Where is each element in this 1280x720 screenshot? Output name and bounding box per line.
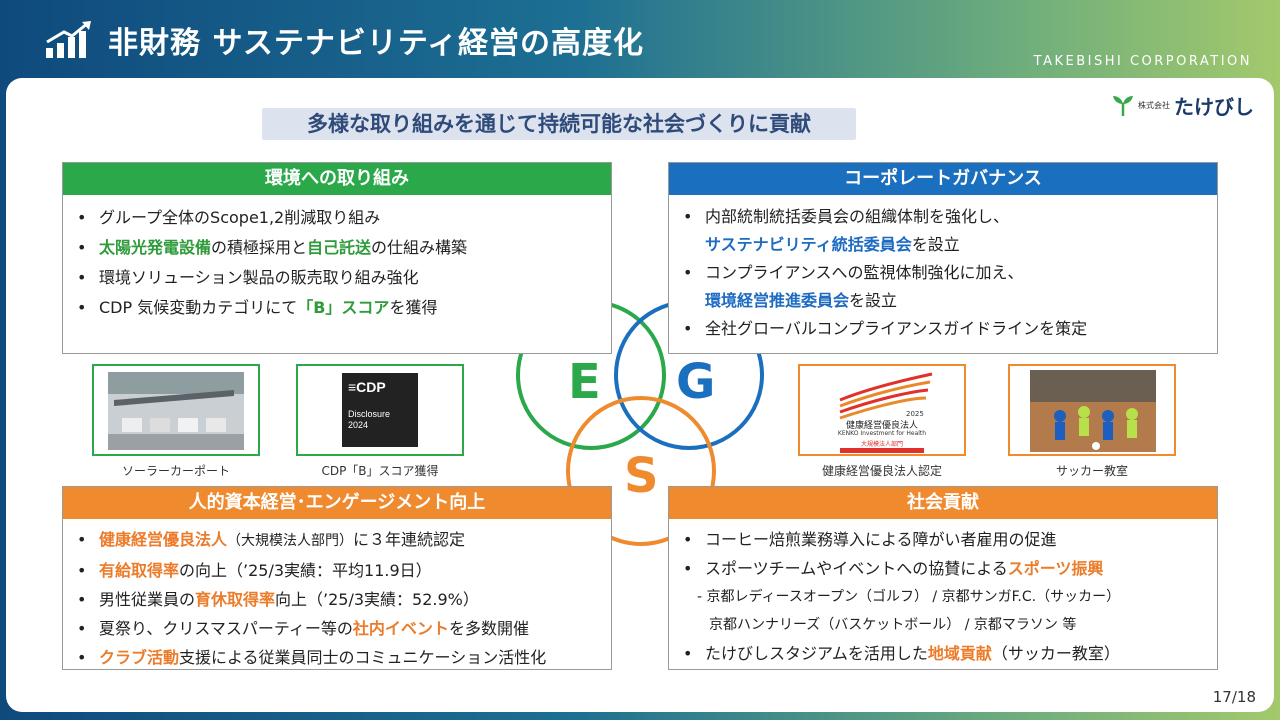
env-highlight-solar: 太陽光発電設備	[99, 238, 212, 257]
sub-list-item: - 京都レディースオープン（ゴルフ） / 京都サンガF.C.（サッカー）	[683, 583, 1203, 611]
env-text-3: 環境ソリューション製品の販売取り組み強化	[99, 268, 419, 287]
social-contribution-title: 社会貢献	[669, 487, 1217, 519]
brand-name: たけびし	[1174, 94, 1254, 119]
gov-highlight-environment: 環境経営推進委員会	[705, 291, 850, 310]
env-text-1: グループ全体のScope1,2削減取り組み	[99, 208, 381, 227]
gov-text-1b: を設立	[911, 235, 960, 254]
list-item: 環境ソリューション製品の販売取り組み強化	[77, 263, 597, 293]
health-dept: 大規模法人部門	[860, 441, 903, 448]
gov-text-2b: を設立	[849, 291, 898, 310]
env-text-2b: の仕組み構築	[371, 238, 468, 257]
cdp-photo: ≡CDP Disclosure 2024	[296, 364, 464, 456]
hr-text-4b: を多数開催	[448, 619, 529, 638]
list-item: 全社グローバルコンプライアンスガイドラインを策定	[683, 315, 1203, 343]
corporation-name: TAKEBISHI CORPORATION	[1033, 54, 1252, 69]
social-highlight-community: 地域貢献	[927, 644, 992, 663]
list-item-continued: 環境経営推進委員会を設立	[683, 287, 1203, 315]
list-item: コンプライアンスへの監視体制強化に加え、	[683, 259, 1203, 287]
carport-caption: ソーラーカーポート	[121, 464, 230, 478]
health-caption: 健康経営優良法人認定	[821, 464, 942, 478]
list-item: クラブ活動支援による従業員同士のコミュニケーション活性化	[77, 643, 597, 672]
env-text-4b: を獲得	[389, 298, 438, 317]
tagline: 多様な取り組みを通じて持続可能な社会づくりに貢献	[262, 108, 856, 140]
human-capital-title: 人的資本経営･エンゲージメント向上	[63, 487, 611, 519]
cdp-logo: CDP	[356, 379, 386, 395]
list-item: 有給取得率の向上（’25/3実績：平均11.9日）	[77, 556, 597, 585]
list-item: たけびしスタジアムを活用した地域貢献（サッカー教室）	[683, 639, 1203, 668]
page-number: 17/18	[1212, 688, 1256, 706]
cdp-badge-line-1: Disclosure	[348, 409, 391, 419]
list-item: スポーツチームやイベントへの協賛によるスポーツ振興	[683, 554, 1203, 583]
env-text-4a: CDP 気候変動カテゴリにて	[99, 298, 298, 317]
hr-highlight-childcare: 育休取得率	[195, 590, 276, 609]
s-circle	[566, 396, 716, 546]
hr-text-3a: 男性従業員の	[99, 590, 196, 609]
list-item-continued: サステナビリティ統括委員会を設立	[683, 231, 1203, 259]
health-name: 健康経営優良法人	[845, 421, 918, 431]
hr-text-1a: （大規模法人部門）	[227, 533, 354, 549]
hr-text-2: の向上（’25/3実績：平均11.9日）	[179, 561, 432, 580]
s-letter: S	[624, 448, 659, 504]
hr-highlight-paid-leave: 有給取得率	[99, 561, 180, 580]
health-year: 2025	[906, 410, 924, 418]
social-sub-2: 京都ハンナリーズ（バスケットボール） / 京都マラソン 等	[709, 617, 1077, 633]
list-item: 男性従業員の育休取得率向上（’25/3実績：52.9%）	[77, 585, 597, 614]
carport-image	[108, 372, 244, 450]
growth-chart-icon	[46, 21, 91, 58]
list-item: コーヒー焙煎業務導入による障がい者雇用の促進	[683, 525, 1203, 554]
gov-text-2: コンプライアンスへの監視体制強化に加え、	[705, 263, 1024, 282]
brand-prefix: 株式会社	[1138, 100, 1170, 110]
hr-text-5: 支援による従業員同士のコミュニケーション活性化	[179, 648, 547, 667]
social-text-3b: （サッカー教室）	[991, 644, 1120, 663]
social-text-1: コーヒー焙煎業務導入による障がい者雇用の促進	[705, 530, 1057, 549]
env-highlight-cdp: 「B」スコア	[297, 298, 390, 317]
cdp-badge: ≡CDP Disclosure 2024	[342, 373, 418, 447]
human-capital-panel: 人的資本経営･エンゲージメント向上 健康経営優良法人（大規模法人部門）に３年連続…	[62, 486, 612, 672]
environment-title: 環境への取り組み	[63, 163, 611, 195]
cdp-badge-line-2: 2024	[348, 420, 369, 430]
carport-photo	[92, 364, 260, 456]
page-title: 非財務 サステナビリティ経営の高度化	[108, 26, 645, 61]
sprout-icon	[1113, 96, 1133, 116]
social-contribution-panel: 社会貢献 コーヒー焙煎業務導入による障がい者雇用の促進 スポーツチームやイベント…	[668, 486, 1218, 670]
list-item: 健康経営優良法人（大規模法人部門）に３年連続認定	[77, 525, 597, 556]
env-text-2a: の積極採用と	[211, 238, 308, 257]
health-en: KENKO Investment for Health	[837, 430, 927, 437]
governance-title: コーポレートガバナンス	[669, 163, 1217, 195]
cdp-caption: CDP「B」スコア獲得	[321, 464, 439, 478]
list-item: 太陽光発電設備の積極採用と自己託送の仕組み構築	[77, 233, 597, 263]
environment-panel: 環境への取り組み グループ全体のScope1,2削減取り組み 太陽光発電設備の積…	[62, 162, 612, 354]
list-item: 夏祭り、クリスマスパーティー等の社内イベントを多数開催	[77, 614, 597, 643]
health-logo-image	[839, 372, 933, 453]
gov-text-1: 内部統制統括委員会の組織体制を強化し、	[705, 207, 1010, 226]
list-item: グループ全体のScope1,2削減取り組み	[77, 203, 597, 233]
company-logo: 株式会社 たけびし	[1112, 90, 1254, 120]
social-highlight-sports: スポーツ振興	[1007, 559, 1104, 578]
hr-text-1b: に３年連続認定	[353, 530, 466, 549]
health-certification-photo: 2025 健康経営優良法人 KENKO Investment for Healt…	[798, 364, 966, 456]
env-highlight-wheeling: 自己託送	[307, 238, 372, 257]
soccer-caption: サッカー教室	[1055, 464, 1128, 478]
gov-highlight-sustainability: サステナビリティ統括委員会	[705, 235, 912, 254]
list-item: CDP 気候変動カテゴリにて「B」スコアを獲得	[77, 293, 597, 323]
soccer-photo	[1008, 364, 1176, 456]
governance-panel: コーポレートガバナンス 内部統制統括委員会の組織体制を強化し、 サステナビリティ…	[668, 162, 1218, 354]
hr-highlight-clubs: クラブ活動	[99, 648, 180, 667]
gov-text-3: 全社グローバルコンプライアンスガイドラインを策定	[705, 319, 1088, 338]
soccer-image	[1030, 370, 1156, 452]
hr-text-4a: 夏祭り、クリスマスパーティー等の	[99, 619, 353, 638]
cdp-mark-icon: ≡	[348, 379, 357, 395]
social-text-3a: たけびしスタジアムを活用した	[705, 644, 928, 663]
hr-highlight-health: 健康経営優良法人	[99, 530, 228, 549]
hr-highlight-events: 社内イベント	[352, 619, 449, 638]
sub-list-item: 京都ハンナリーズ（バスケットボール） / 京都マラソン 等	[683, 611, 1203, 639]
list-item: 内部統制統括委員会の組織体制を強化し、	[683, 203, 1203, 231]
social-sub-1: - 京都レディースオープン（ゴルフ） / 京都サンガF.C.（サッカー）	[697, 589, 1121, 605]
social-text-2: スポーツチームやイベントへの協賛による	[705, 559, 1008, 578]
hr-text-3b: 向上（’25/3実績：52.9%）	[275, 590, 479, 609]
e-letter: E	[568, 354, 601, 410]
g-letter: G	[676, 354, 716, 410]
